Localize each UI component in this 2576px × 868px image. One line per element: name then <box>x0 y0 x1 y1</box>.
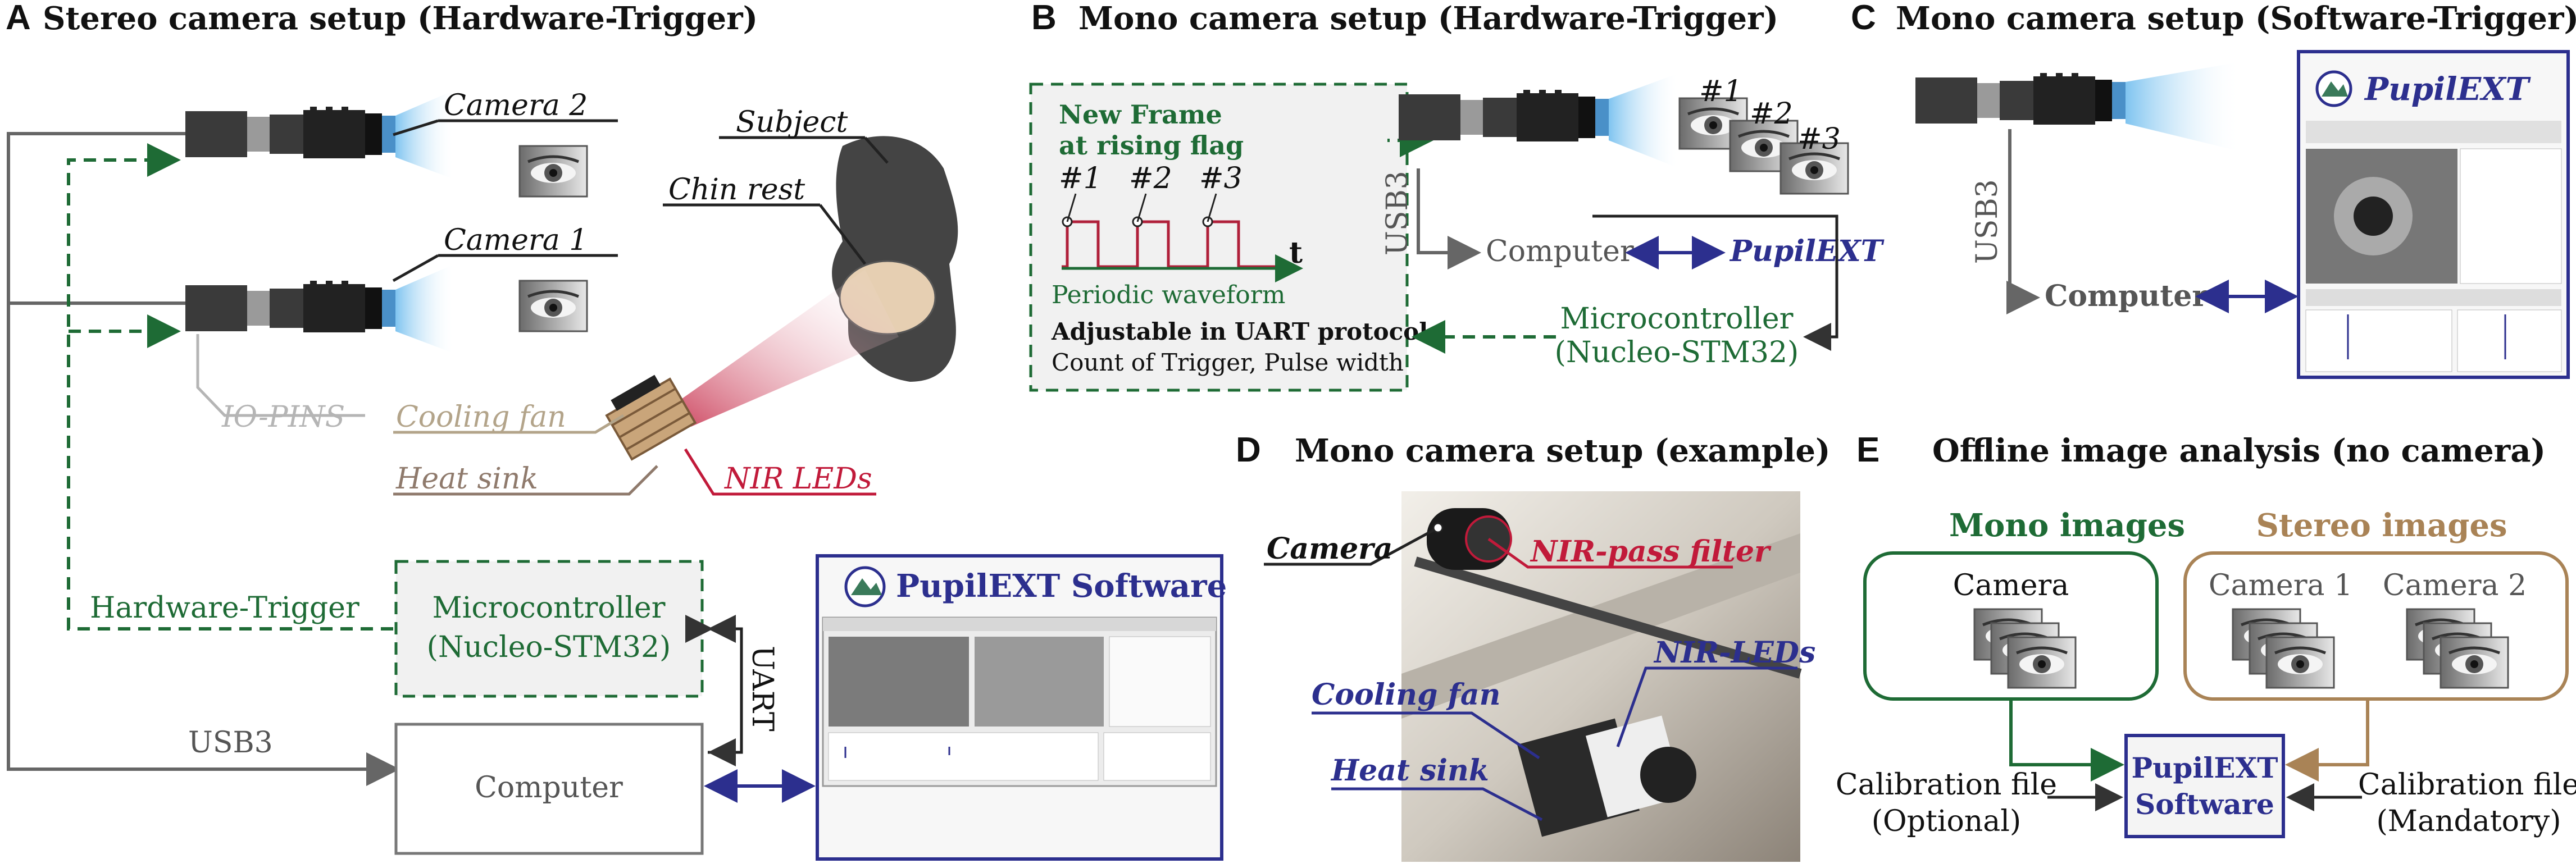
panel-c-letter: C <box>1851 0 1876 37</box>
microcontroller-box-a <box>394 560 704 698</box>
usb3-label-a: USB3 <box>188 726 273 760</box>
panel-b-title: Mono camera setup (Hardware-Trigger) <box>1078 0 1778 37</box>
adjustable-label: Adjustable in UART protocol: <box>1051 318 1437 345</box>
stereo-cam1-image-3 <box>2266 637 2334 688</box>
computer-label-a: Computer <box>475 771 623 805</box>
computer-label-c: Computer <box>2045 279 2208 313</box>
microcontroller-label-b: Microcontroller <box>1560 302 1793 336</box>
camera-label-d: Camera <box>1267 532 1392 566</box>
panel-c: C Mono camera setup (Software-Trigger) U… <box>1851 0 2576 379</box>
panel-c-title: Mono camera setup (Software-Trigger) <box>1896 0 2576 37</box>
mono-camera-label: Camera <box>1953 569 2069 602</box>
computer-label-b: Computer <box>1486 235 1634 268</box>
camera-1-label: Camera 1 <box>444 223 588 257</box>
heat-sink-label-d: Heat sink <box>1330 753 1489 788</box>
stereo-camera1-label: Camera 1 <box>2209 569 2352 602</box>
count-label: Count of Trigger, Pulse width <box>1052 349 1404 376</box>
frame-1-label: #1 <box>1699 75 1742 108</box>
microcontroller-label-a: Microcontroller <box>432 591 665 625</box>
pupilext-software-box <box>2124 734 2285 838</box>
pulse-3-label: #3 <box>1199 162 1243 195</box>
camera-2-eye-image <box>520 146 587 197</box>
camera-c-icon <box>1915 73 2126 125</box>
trigger-box-b <box>1029 83 1409 392</box>
camera-1-icon <box>185 281 395 332</box>
time-axis-label: t <box>1289 236 1303 270</box>
heat-sink-label: Heat sink <box>395 462 538 496</box>
software-title-a: PupilEXT Software <box>896 568 1227 605</box>
nir-leds-label-d: NIR-LEDs <box>1653 636 1815 670</box>
panel-a: A Stereo camera setup (Hardware-Trigger)… <box>6 0 1227 861</box>
panel-a-title: Stereo camera setup (Hardware-Trigger) <box>43 0 758 37</box>
panel-b-letter: B <box>1031 0 1057 37</box>
io-pins-label: IO-PINS <box>221 400 345 434</box>
calibration-right-note: (Mandatory) <box>2376 805 2561 838</box>
uart-label: UART <box>745 646 779 732</box>
panel-a-letter: A <box>6 0 31 37</box>
pulse-2-label: #2 <box>1129 162 1172 195</box>
panel-d: D Mono camera setup (example) Camera NIR… <box>1236 431 1830 862</box>
software-label-2: Software <box>2135 788 2274 821</box>
frame-2-label: #2 <box>1750 97 1793 131</box>
microcontroller-model-b: (Nucleo-STM32) <box>1555 336 1799 369</box>
software-screenshot-a <box>822 616 1217 787</box>
nir-filter-label: NIR-pass filter <box>1530 534 1772 569</box>
led-board <box>605 374 697 461</box>
usb3-label-b: USB3 <box>1381 171 1414 255</box>
calibration-left-label: Calibration file <box>1836 768 2057 802</box>
waveform-caption: Periodic waveform <box>1052 281 1285 309</box>
microcontroller-model-a: (Nucleo-STM32) <box>427 631 671 664</box>
cooling-fan-label-d: Cooling fan <box>1312 678 1500 712</box>
nir-leds-label: NIR LEDs <box>723 462 872 496</box>
panel-e-letter: E <box>1856 431 1879 469</box>
panel-e-title: Offline image analysis (no camera) <box>1932 432 2546 469</box>
mono-image-3 <box>2008 637 2076 688</box>
hardware-trigger-line <box>67 143 393 631</box>
panel-d-letter: D <box>1236 431 1261 469</box>
camera-2-label: Camera 2 <box>444 89 588 122</box>
usb3-label-c: USB3 <box>1970 179 2004 264</box>
usb3-line-a <box>7 132 400 786</box>
frame-3-label: #3 <box>1797 122 1841 156</box>
chin-rest-label: Chin rest <box>668 173 805 207</box>
pupilext-label-b: PupilEXT <box>1729 234 1885 268</box>
cooling-fan-label: Cooling fan <box>396 400 566 434</box>
software-label-1: PupilEXT <box>2131 751 2278 784</box>
camera-2-icon <box>185 107 395 158</box>
subject-label: Subject <box>736 106 848 139</box>
pulse-1-label: #1 <box>1059 162 1102 195</box>
panel-d-title: Mono camera setup (example) <box>1295 432 1830 469</box>
calibration-left-note: (Optional) <box>1872 805 2021 838</box>
camera-1-eye-image <box>520 281 587 331</box>
camera-b-icon <box>1399 90 1609 141</box>
calibration-right-label: Calibration file <box>2358 768 2576 802</box>
software-title-c: PupilEXT <box>2364 71 2532 108</box>
stereo-camera2-label: Camera 2 <box>2383 569 2527 602</box>
new-frame-line1: New Frame <box>1059 99 1222 130</box>
nir-beam <box>674 269 899 427</box>
camera-2-beam <box>395 90 455 180</box>
panel-b: B Mono camera setup (Hardware-Trigger) N… <box>1029 0 1885 392</box>
stereo-images-title: Stereo images <box>2256 507 2507 544</box>
new-frame-line2: at rising flag <box>1059 130 1244 161</box>
stereo-cam2-image-3 <box>2441 637 2508 688</box>
mono-images-title: Mono images <box>1949 507 2185 544</box>
hardware-trigger-label: Hardware-Trigger <box>90 591 359 625</box>
camera-1-beam <box>395 264 455 354</box>
panel-e: E Offline image analysis (no camera) Mon… <box>1836 431 2576 838</box>
computer-box-a <box>394 723 704 855</box>
